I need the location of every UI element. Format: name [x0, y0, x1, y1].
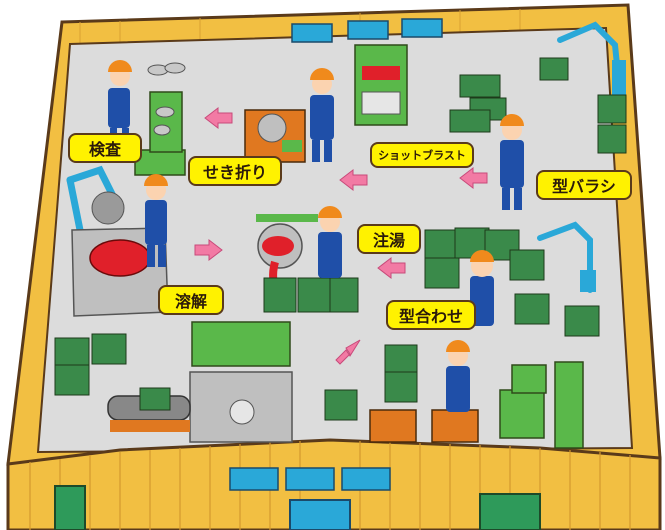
label-deburring: せき折り: [188, 156, 282, 186]
mold-release-worker: [500, 114, 524, 210]
right-arrow-icon: [194, 238, 223, 262]
top-windows: [291, 18, 443, 43]
mold-assembly-worker: [470, 250, 494, 326]
deburring-station: [244, 68, 334, 163]
door-left: [54, 485, 86, 530]
pouring-worker: [318, 206, 342, 278]
mold-release-area: [449, 21, 627, 210]
flow-arrows: [194, 106, 488, 365]
label-inspection: 検査: [68, 133, 142, 163]
deburring-worker: [310, 68, 334, 162]
up-right-arrow-icon: [335, 339, 361, 365]
left-arrow-icon: [204, 106, 233, 130]
label-mold-release: 型バラシ: [536, 170, 632, 200]
pouring-station: [256, 206, 359, 313]
label-shot-blast: ショットブラスト: [370, 142, 474, 168]
label-pouring: 注湯: [357, 224, 421, 254]
melting-furnace: [66, 165, 169, 317]
core-worker: [446, 340, 470, 412]
melting-worker: [144, 174, 168, 267]
left-arrow-icon: [339, 168, 368, 192]
molding-line: [54, 321, 293, 443]
door-right: [479, 493, 541, 530]
label-mold-assembly: 型合わせ: [386, 300, 476, 330]
assembly-robot-arm-icon: [537, 221, 593, 293]
left-arrow-icon: [459, 166, 488, 190]
shot-blast-machine: [354, 44, 408, 126]
furnace-robot-arm-icon: [66, 165, 119, 234]
label-melting: 溶解: [158, 285, 224, 315]
facade-windows: [229, 467, 391, 491]
left-arrow-icon: [377, 256, 406, 280]
door-center: [289, 499, 351, 530]
mold-assembly-area: [424, 221, 600, 337]
core-making-area: [324, 340, 584, 449]
